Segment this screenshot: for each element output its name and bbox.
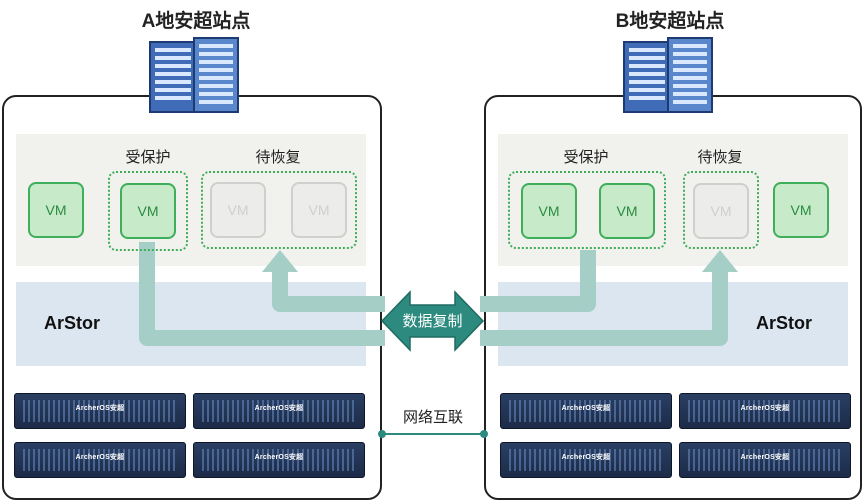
flow-a-in (272, 270, 385, 312)
site-b-server-3: ArcherOS安超 (500, 442, 672, 478)
site-a-protected-label: 受保护 (125, 149, 171, 166)
server-brand-label: ArcherOS安超 (75, 405, 125, 412)
server-brand-label: ArcherOS安超 (561, 405, 611, 412)
replication-double-arrow (380, 290, 485, 352)
site-a-server-1: ArcherOS安超 (14, 393, 186, 429)
network-interconnect-label: 网络互联 (402, 409, 463, 426)
site-a-server-3: ArcherOS安超 (14, 442, 186, 478)
site-a-pending-group (201, 171, 357, 249)
network-link-dot-a (378, 430, 386, 438)
site-a-vm-pending-2: VM (291, 182, 347, 238)
server-brand-label: ArcherOS安超 (254, 405, 304, 412)
site-b-pending-label: 待恢复 (697, 149, 743, 166)
replication-label: 数据复制 (402, 313, 463, 330)
site-a-server-4: ArcherOS安超 (193, 442, 365, 478)
site-b-pending-group (683, 171, 759, 249)
flow-b-in (480, 270, 728, 346)
site-b-arstor-label: ArStor (756, 313, 813, 333)
site-b-building-icon (623, 37, 713, 113)
server-brand-label: ArcherOS安超 (740, 454, 790, 461)
site-a-protected-group (108, 171, 188, 251)
site-b-vm-pending: VM (693, 183, 749, 239)
server-brand-label: ArcherOS安超 (254, 454, 304, 461)
flow-b-out (480, 250, 596, 312)
site-a-vm-protected: VM (120, 183, 176, 239)
site-a-vm-pending-1: VM (210, 182, 266, 238)
flow-a-in-arrowhead (262, 250, 298, 272)
site-b-server-2: ArcherOS安超 (679, 393, 851, 429)
site-a-vm-standalone: VM (28, 182, 84, 238)
site-b-vm-protected-2: VM (599, 183, 655, 239)
site-b-vm-protected-1: VM (521, 183, 577, 239)
site-a-building-icon (149, 37, 239, 113)
network-link-dot-b (480, 430, 488, 438)
site-b-vm-standalone: VM (773, 182, 829, 238)
flow-b-in-arrowhead (702, 250, 738, 272)
site-b-protected-label: 受保护 (563, 149, 609, 166)
site-a-pending-label: 待恢复 (255, 149, 301, 166)
server-brand-label: ArcherOS安超 (740, 405, 790, 412)
site-b-title: B地安超站点 (615, 11, 725, 32)
site-a-server-2: ArcherOS安超 (193, 393, 365, 429)
site-b-server-4: ArcherOS安超 (679, 442, 851, 478)
site-b-server-1: ArcherOS安超 (500, 393, 672, 429)
flow-a-out (139, 242, 385, 346)
site-a-arstor-label: ArStor (44, 313, 101, 333)
site-a-title: A地安超站点 (141, 11, 251, 32)
server-brand-label: ArcherOS安超 (561, 454, 611, 461)
site-b-protected-group (508, 171, 666, 249)
server-brand-label: ArcherOS安超 (75, 454, 125, 461)
